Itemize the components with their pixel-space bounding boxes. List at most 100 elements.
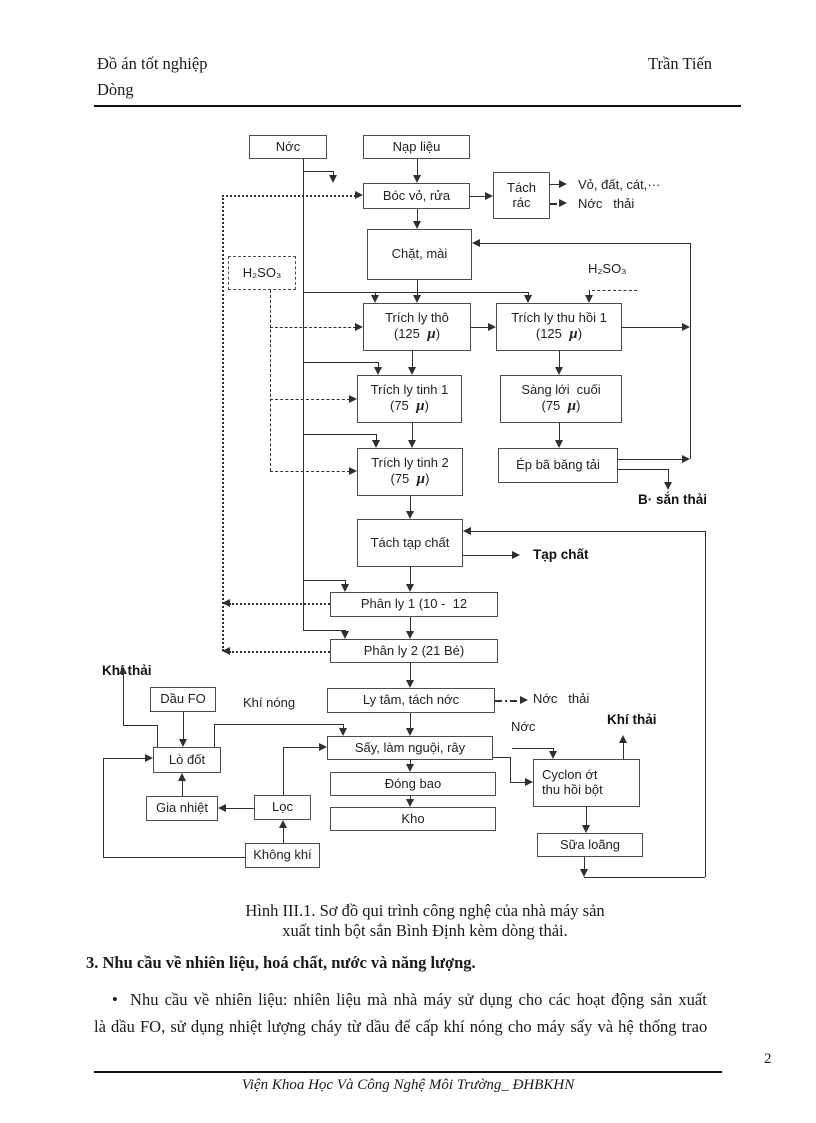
flow-line (618, 459, 683, 460)
flow-line (283, 747, 284, 795)
flow-line (222, 195, 356, 197)
arrowhead (412, 221, 421, 229)
arrowhead (177, 773, 186, 781)
arrowhead (405, 799, 414, 807)
flow-line (378, 362, 379, 369)
box-gia-nhiet: Gia nhiệt (146, 796, 218, 821)
box-lo-dot: Lò đốt (153, 747, 221, 773)
flow-line (123, 725, 157, 726)
box-ep-ba: Ép bã băng tải (498, 448, 618, 483)
arrowhead (525, 777, 533, 786)
arrowhead (520, 695, 528, 704)
arrowhead (178, 739, 187, 747)
flow-line (705, 531, 706, 877)
flow-line (559, 423, 560, 442)
flow-label-nuoc-thai-mid: Nớc thải (533, 691, 590, 706)
arrowhead (340, 584, 349, 592)
arrowhead (405, 511, 414, 519)
arrowhead (559, 179, 567, 188)
arrowhead (340, 631, 349, 639)
arrowhead (405, 680, 414, 688)
flow-label-khi-thai-left: Khí thải (102, 663, 152, 678)
flow-line (550, 184, 561, 185)
box-sua-loang: Sữa loãng (537, 833, 643, 857)
arrowhead (371, 440, 380, 448)
flow-line (471, 327, 490, 328)
flow-line (270, 471, 350, 472)
section-heading: 3. Nhu cầu về nhiên liệu, hoá chất, nước… (86, 953, 476, 972)
flow-line (157, 725, 158, 747)
flow-line (214, 724, 215, 747)
box-cyclon: Cyclon ớt thu hồi bột (533, 759, 640, 807)
arrowhead (405, 584, 414, 592)
flow-line (376, 434, 377, 442)
flow-line (623, 742, 624, 759)
flow-line (225, 808, 254, 809)
flow-line (303, 171, 333, 172)
box-trich-ly-thu-hoi: Trích ly thu hồi 1(125 µ) (496, 303, 622, 351)
flow-line (550, 203, 561, 205)
flow-label-nuoc-thai-top: Nớc thải (578, 196, 635, 211)
flow-line (345, 580, 346, 586)
flow-line (182, 780, 183, 796)
flow-line (103, 857, 245, 858)
flow-label-b-san-thai: B· sắn thải (638, 492, 708, 507)
flow-line (270, 327, 356, 328)
flow-label-tap-chat: Tạp chất (533, 547, 589, 562)
flow-line (592, 290, 637, 291)
arrowhead (682, 454, 690, 463)
flow-line (495, 700, 521, 702)
arrowhead (618, 735, 627, 743)
arrowhead (554, 367, 563, 375)
flow-line (586, 807, 587, 826)
flow-line (618, 469, 668, 470)
flow-line (103, 758, 104, 857)
flow-line (229, 651, 330, 653)
flow-line (229, 603, 330, 605)
arrowhead (584, 295, 593, 303)
flow-line (512, 748, 553, 749)
footer-rule (94, 1071, 722, 1073)
box-say: Sấy, làm nguội, rây (327, 736, 493, 760)
flow-label-vo-dat: Vỏ, đất, cát,··· (578, 177, 661, 192)
flow-line (183, 712, 184, 740)
arrowhead (412, 295, 421, 303)
box-nuoc: Nớc (249, 135, 327, 159)
flow-line (410, 567, 411, 586)
flow-line (470, 196, 487, 197)
header-rule (94, 105, 741, 107)
flow-line (510, 757, 511, 782)
box-trich-ly-tinh1: Trích ly tinh 1(75 µ) (357, 375, 462, 423)
figure-caption-line1: Hình III.1. Sơ đồ qui trình công nghệ củ… (245, 901, 605, 920)
paragraph-line2: là dầu FO, sử dụng nhiệt lượng cháy từ d… (94, 1017, 708, 1036)
box-ly-tam: Ly tâm, tách nớc (327, 688, 495, 713)
arrowhead (355, 322, 363, 331)
paragraph-line1: • Nhu cầu về nhiên liệu: nhiên liệu mà n… (112, 990, 707, 1009)
arrowhead (463, 526, 471, 535)
flow-line (343, 724, 344, 729)
flow-line (283, 827, 284, 843)
arrowhead (405, 631, 414, 639)
header-project: Đồ án tốt nghiệp (97, 54, 208, 73)
flow-line (528, 292, 529, 297)
arrowhead (319, 742, 327, 751)
arrowhead (405, 764, 414, 772)
box-chat-mai: Chặt, mài (367, 229, 472, 280)
flow-line (333, 171, 334, 177)
flow-line (410, 663, 411, 682)
flow-label-nuoc-mid: Nớc (511, 719, 536, 734)
arrowhead (554, 440, 563, 448)
arrowhead (581, 825, 590, 833)
arrowhead (488, 322, 496, 331)
box-trich-ly-tinh2: Trích ly tinh 2(75 µ) (357, 448, 463, 496)
arrowhead (222, 646, 230, 655)
box-h2so3-box: H₂SO₃ (228, 256, 296, 290)
flow-line (412, 423, 413, 442)
flow-line (463, 555, 513, 556)
flow-line (410, 759, 411, 766)
box-trich-ly-tho: Trích ly thô(125 µ) (363, 303, 471, 351)
flow-line (222, 195, 224, 651)
box-kho: Kho (330, 807, 496, 831)
flow-label-khi-nong: Khí nóng (243, 695, 296, 710)
